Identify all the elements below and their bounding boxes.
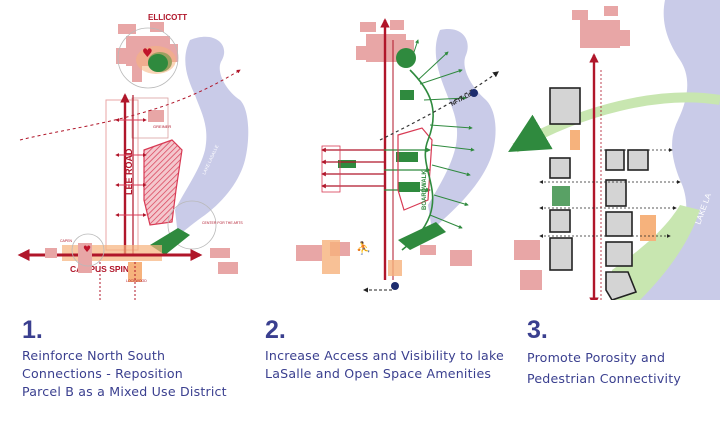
label-ellicott: ELLICOTT (148, 13, 187, 22)
transit-stop-icon (470, 89, 478, 97)
transit-stop-icon-2 (391, 282, 399, 290)
label-campus-spine: CAMPUS SPINE (70, 264, 135, 274)
step-number-1: 1. (22, 316, 43, 344)
panel-1-map: ♥ ELLICOTT GREINER LEE ROAD CENTER FOR T… (17, 13, 249, 300)
label-boardwalk: BOARDWALK (422, 170, 428, 210)
lake-lasalle-shape (175, 36, 249, 236)
caption-2: 2. Increase Access and Visibility to lak… (265, 316, 504, 383)
label-greiner: GREINER (153, 124, 171, 129)
panel-3-porosity-arrows (539, 148, 681, 238)
panel-2-green-spaces (338, 48, 446, 250)
caption-text-2: Increase Access and Visibility to lake L… (265, 348, 504, 381)
panel-3-map: LAKE LA (508, 0, 720, 300)
caption-3: 3. Promote Porosity and Pedestrian Conne… (527, 316, 681, 389)
greiner-building (148, 110, 164, 122)
diagram-canvas: ♥ ELLICOTT GREINER LEE ROAD CENTER FOR T… (17, 0, 720, 300)
panel-1-buildings (45, 248, 238, 274)
cross-arrows (115, 118, 147, 217)
caption-text-3: Promote Porosity and Pedestrian Connecti… (527, 350, 682, 386)
step-number-3: 3. (527, 316, 548, 344)
panel-3-blocks (549, 87, 649, 300)
caption-1: 1. Reinforce North South Connections - R… (22, 316, 227, 401)
heart-icon: ♥ (142, 46, 153, 60)
boardwalk-path (401, 69, 434, 251)
nfta-line (379, 71, 499, 141)
panel-2-cross-links (321, 147, 431, 193)
lake-shape-3 (640, 0, 720, 300)
parcel-b-district (143, 139, 183, 226)
ellicott-complex-3 (572, 6, 630, 48)
label-center-for-arts: CENTER FOR THE ARTS (202, 221, 243, 225)
pedestrian-icon: ⛹ (356, 240, 371, 255)
label-lee-road: LEE ROAD (124, 148, 134, 195)
campus-spine-orange (62, 245, 162, 261)
panel-3-green-park (612, 205, 700, 300)
label-capen: CAPEN (60, 239, 73, 243)
heart-icon-capen: ♥ (83, 245, 91, 255)
panel-1-dotted-connector (19, 69, 241, 141)
step-number-2: 2. (265, 316, 286, 344)
lake-shape-2 (428, 29, 496, 230)
ellicott-focus-circle (117, 27, 179, 89)
panel-2-map: BOARDWALK NFTA LINE ⛹ (296, 18, 499, 293)
boardwalk-green-arrows (411, 39, 475, 229)
label-lockwood: LOCKWOOD (126, 279, 147, 283)
green-connector-arrow (508, 92, 720, 153)
caption-text-1: Reinforce North South Connections - Repo… (22, 348, 227, 399)
panel-2-parcel-outline (397, 127, 433, 211)
capen-building (78, 243, 92, 273)
